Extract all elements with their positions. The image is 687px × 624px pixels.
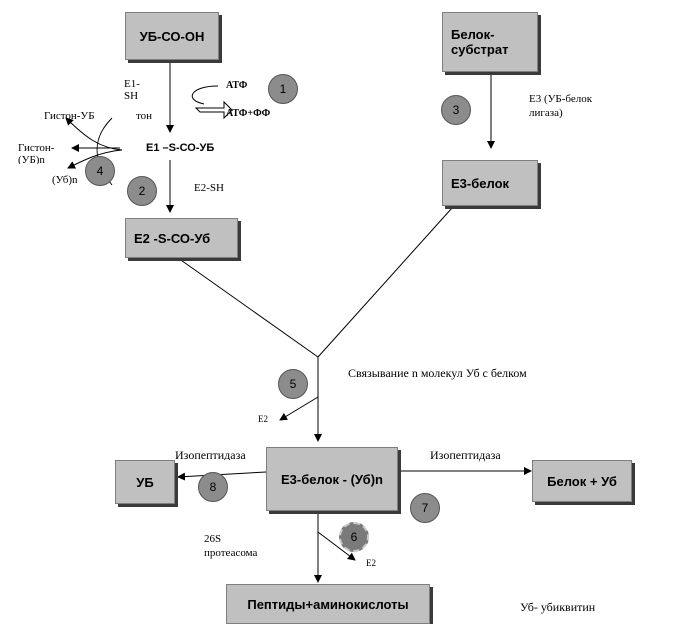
ub-co-oh-box: УБ-СО-ОН: [125, 12, 219, 60]
ub-co-oh-label: УБ-СО-ОН: [139, 28, 205, 44]
step-7-marker: 7: [410, 493, 440, 523]
substrate-protein-box: Белок- субстрат: [442, 12, 538, 72]
step-6-marker: 6: [339, 522, 369, 552]
e3-protein-box: Е3-белок: [442, 160, 538, 206]
histone-ub-n-label: Гистон- (УБ)n: [18, 142, 55, 164]
substrate-protein-label: Белок- субстрат: [451, 27, 509, 57]
step-1-marker: 1: [268, 74, 298, 104]
atp-pp-label: АТФ+ФФ: [226, 108, 271, 119]
e3-protein-label: Е3-белок: [451, 175, 510, 191]
isopeptidase-right-label: Изопептидаза: [430, 448, 501, 462]
protein-plus-ub-box: Белок + Уб: [532, 460, 632, 502]
step-2-marker: 2: [127, 176, 157, 206]
peptides-amino-acids-label: Пептиды+аминокислоты: [247, 596, 409, 612]
histone-ub-label: Гистон-УБ: [44, 110, 95, 121]
e2-sh-label: Е2-SH: [194, 182, 224, 193]
isopeptidase-left-label: Изопептидаза: [175, 448, 246, 460]
e1-s-co-ub-label: Е1 –S-СО-УБ: [146, 142, 215, 154]
e3-ligase-label: Е3 (УБ-белок лигаза): [529, 93, 593, 119]
ub-label: УБ: [136, 474, 154, 490]
e3-protein-ub-n-label: Е3-белок - (Уб)n: [281, 471, 383, 487]
proteasome-label: 26S протеасома: [204, 533, 258, 559]
ub-n-label: (Уб)n: [52, 174, 78, 186]
step-3-marker: 3: [441, 95, 471, 125]
step-8-marker: 8: [198, 472, 228, 502]
ub-box: УБ: [115, 460, 175, 504]
e2-s-co-ub-box: Е2 -S-СО-Уб: [125, 218, 238, 258]
atp-label: АТФ: [226, 80, 248, 91]
e2-s-co-ub-label: Е2 -S-СО-Уб: [134, 230, 211, 246]
protein-plus-ub-label: Белок + Уб: [547, 473, 617, 489]
e2-bottom-label: Е2: [366, 558, 376, 568]
e1-sh-label: Е1- SH: [124, 78, 140, 100]
histone-frag-label: тон: [136, 110, 153, 121]
peptides-amino-acids-box: Пептиды+аминокислоты: [226, 584, 430, 624]
binding-label: Связывание n молекул Уб с белком: [348, 366, 527, 380]
step-5-marker: 5: [278, 369, 308, 399]
step-4-marker: 4: [85, 156, 115, 186]
e2-small-label: Е2: [258, 414, 268, 424]
legend-label: Уб- убиквитин: [520, 600, 596, 614]
e3-protein-ub-n-box: Е3-белок - (Уб)n: [266, 447, 398, 511]
